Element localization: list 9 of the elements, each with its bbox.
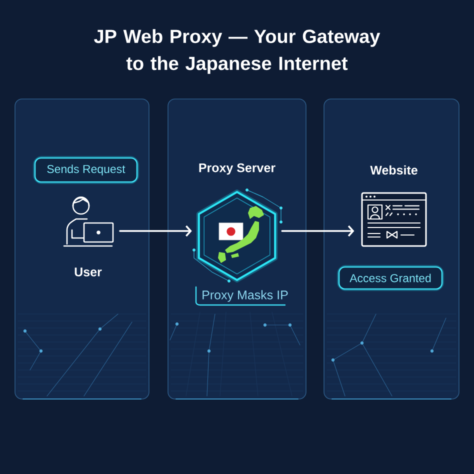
node-label: Website bbox=[370, 165, 418, 175]
status-pill: Access Granted bbox=[337, 265, 444, 291]
bracketed-caption: Proxy Masks IP bbox=[195, 286, 288, 306]
arrow bbox=[119, 225, 192, 237]
status-pill: Sends Request bbox=[33, 156, 139, 184]
node-label: User bbox=[74, 268, 102, 276]
arrow bbox=[281, 225, 354, 237]
title: JP Web Proxy — Your Gateway to the Japanese Internet bbox=[94, 29, 380, 74]
node-label: Proxy Server bbox=[199, 163, 276, 175]
